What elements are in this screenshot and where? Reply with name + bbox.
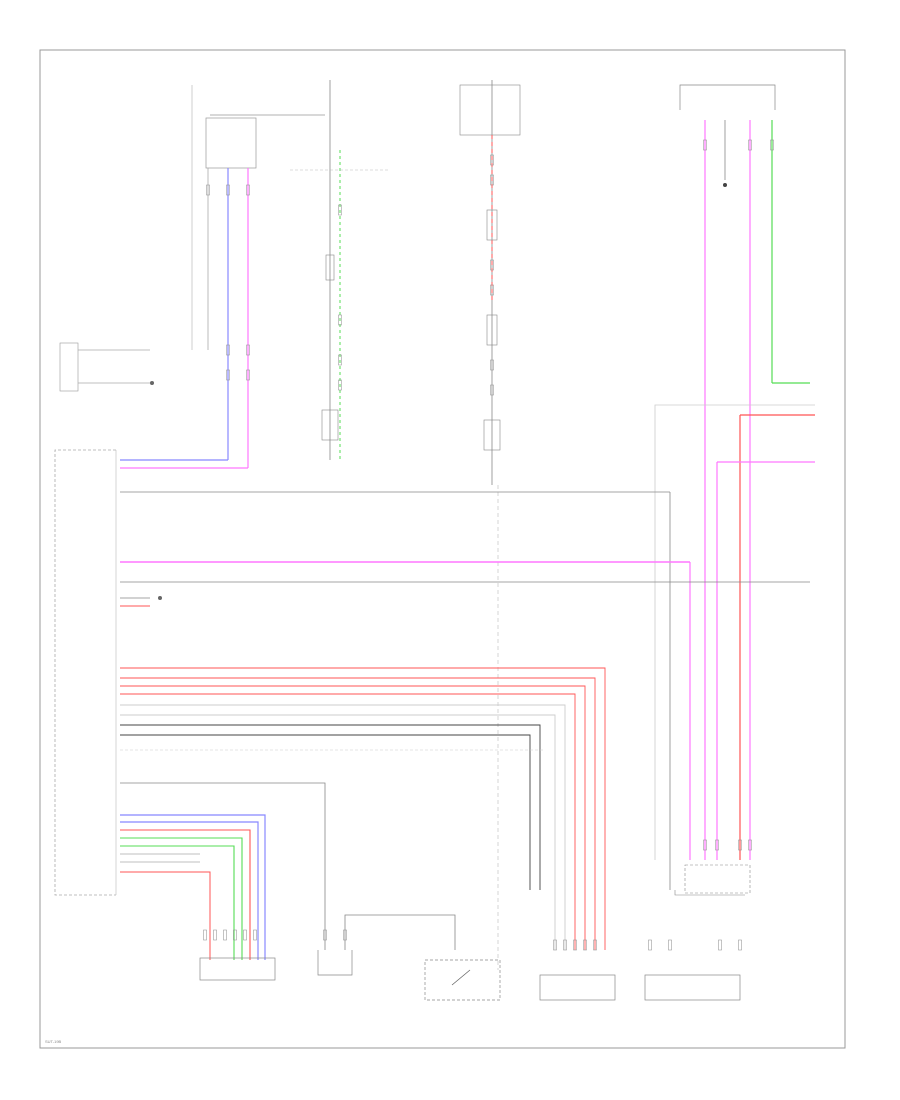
connector-pin	[246, 344, 250, 356]
right-feed-lines	[654, 404, 815, 860]
connector-pin	[718, 939, 722, 951]
connector-pin	[715, 839, 719, 851]
connector-pin	[553, 939, 557, 951]
bottom-components	[199, 864, 751, 1001]
connector-pin	[223, 929, 227, 941]
connector-pin	[703, 839, 707, 851]
connector-pin	[323, 929, 327, 941]
connector-pin	[703, 139, 707, 151]
ecu-bus-lines	[120, 491, 810, 890]
top-left-harness	[120, 85, 325, 469]
connector-pin	[226, 344, 230, 356]
connector-pin	[226, 369, 230, 381]
lower-ecu-lines	[120, 782, 456, 950]
connector-pin	[246, 184, 250, 196]
connector-pin	[246, 369, 250, 381]
connector-pin	[338, 314, 342, 326]
connector-pin	[563, 939, 567, 951]
connector-pin	[338, 354, 342, 366]
connector-pin	[748, 139, 752, 151]
right-fuse-chain	[459, 80, 521, 970]
gateway-wire-group	[120, 667, 606, 950]
connector-pin	[770, 139, 774, 151]
connector-pin	[203, 929, 207, 941]
connector-pin	[253, 929, 257, 941]
connector-pin	[490, 259, 494, 271]
connector-pin	[593, 939, 597, 951]
top-right-connector	[679, 84, 810, 860]
footer-code: SUT-19B	[45, 1039, 62, 1044]
diagram-frame	[39, 49, 846, 1049]
connector-pin	[338, 204, 342, 216]
connector-pin	[243, 929, 247, 941]
connector-pin	[490, 384, 494, 396]
connector-pin	[213, 929, 217, 941]
connector-pin	[233, 929, 237, 941]
connector-pin	[738, 939, 742, 951]
connector-pin	[573, 939, 577, 951]
connector-pin	[206, 184, 210, 196]
ecu-box	[54, 449, 117, 896]
connector-pin	[343, 929, 347, 941]
connector-pin	[490, 359, 494, 371]
central-fuse-chain	[290, 80, 390, 460]
connector-pin	[490, 284, 494, 296]
sensor-wire-bundle	[120, 814, 266, 960]
left-lamp-assembly	[59, 342, 154, 392]
connector-pin	[648, 939, 652, 951]
connector-pin	[668, 939, 672, 951]
connector-pin	[490, 174, 494, 186]
connector-pin	[738, 839, 742, 851]
connector-pin	[748, 839, 752, 851]
connector-ticks	[203, 139, 774, 951]
connector-pin	[490, 154, 494, 166]
connector-pin	[226, 184, 230, 196]
connector-pin	[338, 379, 342, 391]
connector-pin	[583, 939, 587, 951]
